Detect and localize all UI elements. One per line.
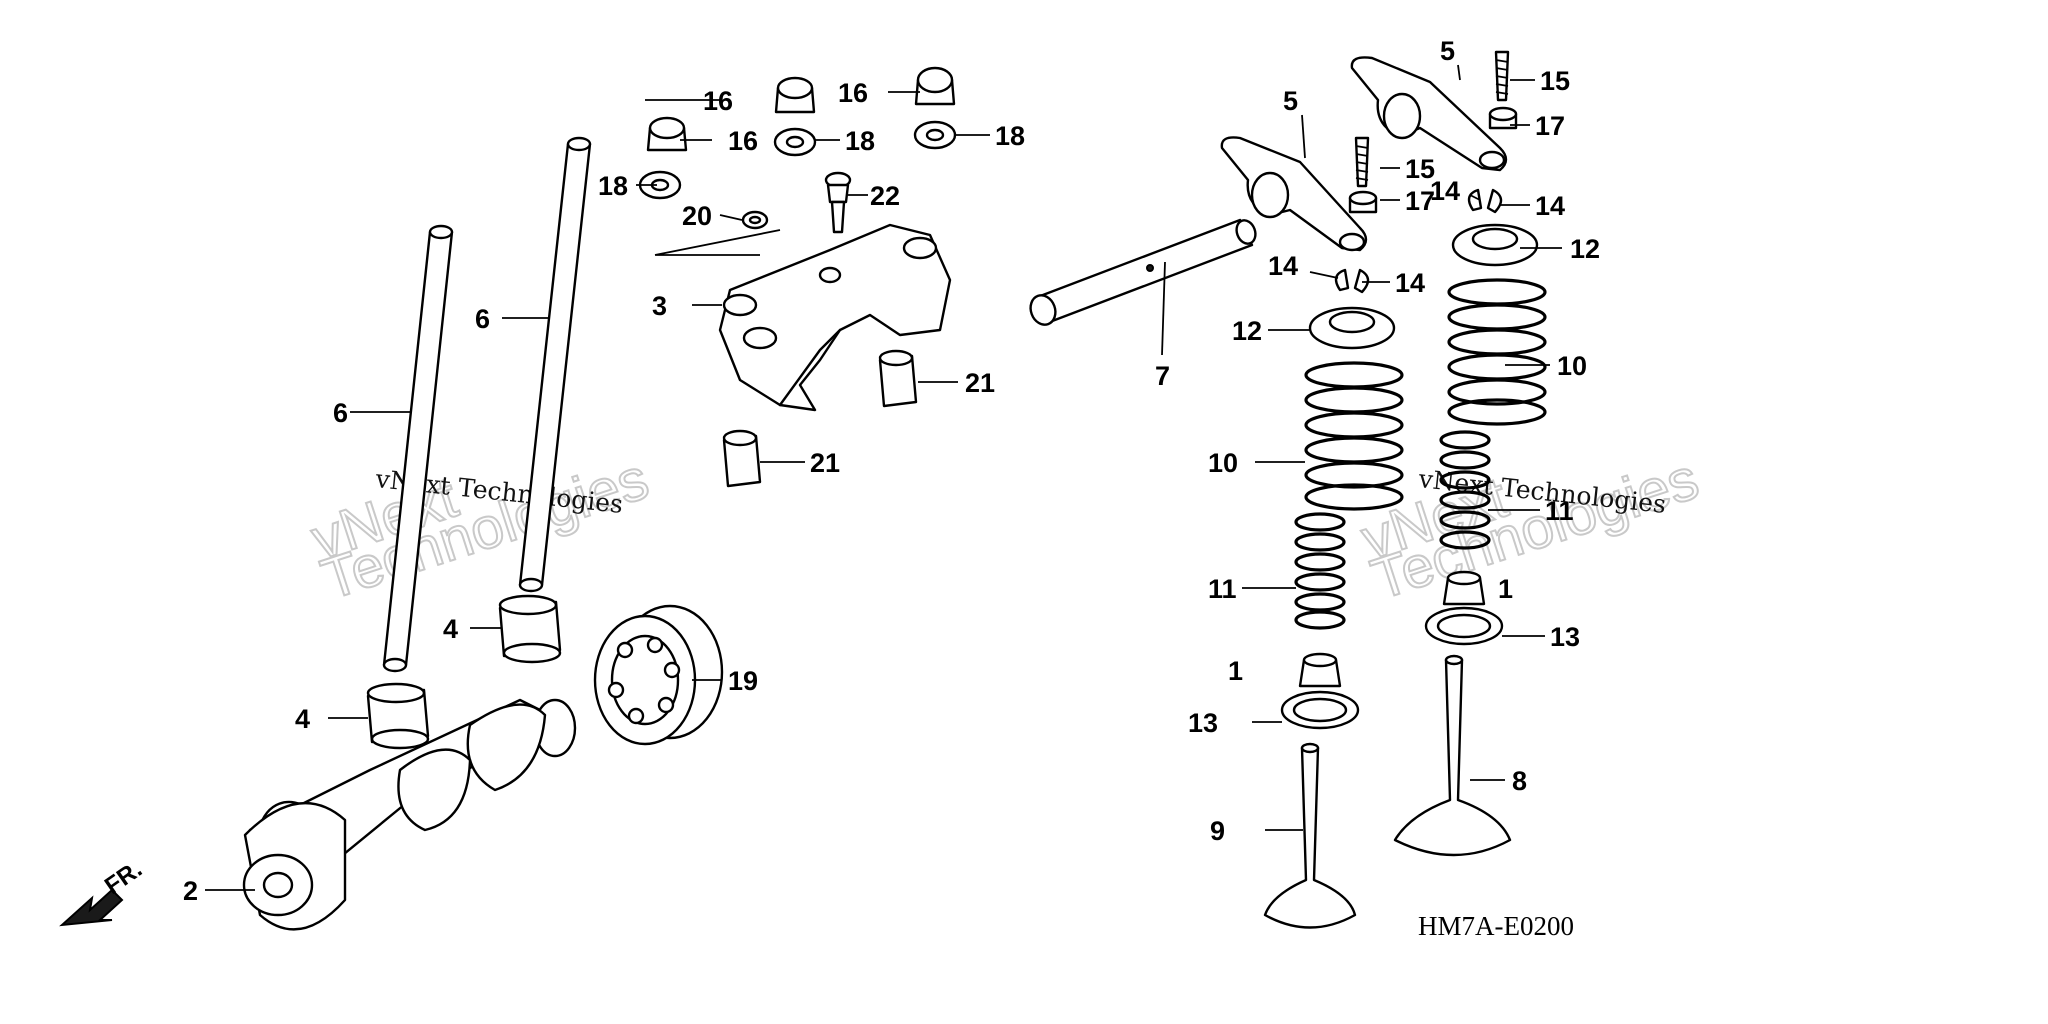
push-rod-right xyxy=(518,136,592,593)
callout-15: 15 xyxy=(1540,66,1570,96)
callout-13: 13 xyxy=(1188,708,1218,738)
callout-20: 20 xyxy=(682,201,712,231)
retainer-left xyxy=(1308,306,1396,350)
callout-10: 10 xyxy=(1557,351,1587,381)
callout-17: 17 xyxy=(1535,111,1565,141)
callout-22: 22 xyxy=(870,181,900,211)
callout-8: 8 xyxy=(1512,766,1527,796)
callout-17: 17 xyxy=(1405,186,1435,216)
adjusting-screw-left xyxy=(1354,136,1370,188)
callout-14: 14 xyxy=(1535,191,1565,221)
ball-bearing xyxy=(593,604,724,746)
lock-nut-left xyxy=(1348,190,1378,214)
valve-intake xyxy=(1393,654,1512,857)
cotters-right xyxy=(1467,188,1503,214)
callout-13: 13 xyxy=(1550,622,1580,652)
lifter-right xyxy=(498,594,562,664)
rocker-arm-left xyxy=(1220,136,1368,252)
callout-14: 14 xyxy=(1395,268,1425,298)
adjusting-screw-right xyxy=(1494,50,1510,102)
rocker-arm-right xyxy=(1350,56,1508,172)
valve-exhaust xyxy=(1263,742,1357,929)
callout-2: 2 xyxy=(183,876,198,906)
callout-4: 4 xyxy=(295,704,310,734)
callout-1: 1 xyxy=(1498,574,1513,604)
callouts: 1 1 2 3 4 4 5 5 6 6 7 8 9 10 10 11 11 12… xyxy=(183,36,1600,906)
callout-9: 9 xyxy=(1210,816,1225,846)
washer-1 xyxy=(638,170,682,200)
callout-18: 18 xyxy=(598,171,628,201)
callout-3: 3 xyxy=(652,291,667,321)
inner-spring-left xyxy=(1294,512,1346,630)
callout-7: 7 xyxy=(1155,361,1170,391)
rocker-arm-shaft xyxy=(1029,218,1257,326)
washer-2 xyxy=(773,127,817,157)
callout-6: 6 xyxy=(333,398,348,428)
callout-16: 16 xyxy=(728,126,758,156)
inner-spring-right xyxy=(1439,430,1491,550)
callout-1: 1 xyxy=(1228,656,1243,686)
callout-14: 14 xyxy=(1268,251,1298,281)
stem-seal-left xyxy=(1298,652,1342,688)
watermark-right: vNext Technologies vNext Technologies xyxy=(1353,445,1707,613)
lifter-left xyxy=(366,682,430,750)
cap-nut-1 xyxy=(646,116,688,152)
leader-lines xyxy=(205,64,1562,891)
retainer-right xyxy=(1451,223,1539,267)
callout-21: 21 xyxy=(965,368,995,398)
spring-seat-left xyxy=(1280,690,1360,730)
callout-11: 11 xyxy=(1208,574,1237,604)
callout-12: 12 xyxy=(1232,316,1262,346)
outer-spring-left xyxy=(1304,361,1404,511)
outer-spring-right xyxy=(1447,278,1547,426)
cap-nut-2 xyxy=(774,76,816,114)
callout-6: 6 xyxy=(475,304,490,334)
dowel-pin xyxy=(741,210,769,230)
callout-16: 16 xyxy=(703,86,733,116)
callout-18: 18 xyxy=(845,126,875,156)
front-direction-arrow: FR. xyxy=(59,856,147,927)
callout-10: 10 xyxy=(1208,448,1238,478)
collar-lower xyxy=(722,429,762,488)
callout-19: 19 xyxy=(728,666,758,696)
callout-11: 11 xyxy=(1545,496,1574,526)
callout-12: 12 xyxy=(1570,234,1600,264)
watermark-left: vNext Technologies vNext Technologies xyxy=(303,445,657,613)
cotters-left xyxy=(1334,268,1370,294)
washer-3 xyxy=(913,120,957,150)
callout-5: 5 xyxy=(1283,86,1298,116)
diagram-code: HM7A-E0200 xyxy=(1418,911,1574,941)
callout-16: 16 xyxy=(838,78,868,108)
bolt xyxy=(824,171,852,234)
callout-5: 5 xyxy=(1440,36,1455,66)
collar-upper xyxy=(878,349,918,408)
rocker-arm-holder xyxy=(718,223,952,412)
lock-nut-right xyxy=(1488,106,1518,130)
spring-seat-right xyxy=(1424,606,1504,646)
callout-18: 18 xyxy=(995,121,1025,151)
push-rod-left xyxy=(382,224,454,673)
callout-4: 4 xyxy=(443,614,458,644)
stem-seal-right xyxy=(1442,570,1486,606)
callout-14: 14 xyxy=(1430,176,1460,206)
camshaft xyxy=(242,698,577,931)
cap-nut-3 xyxy=(914,66,956,106)
callout-21: 21 xyxy=(810,448,840,478)
callout-15: 15 xyxy=(1405,154,1435,184)
